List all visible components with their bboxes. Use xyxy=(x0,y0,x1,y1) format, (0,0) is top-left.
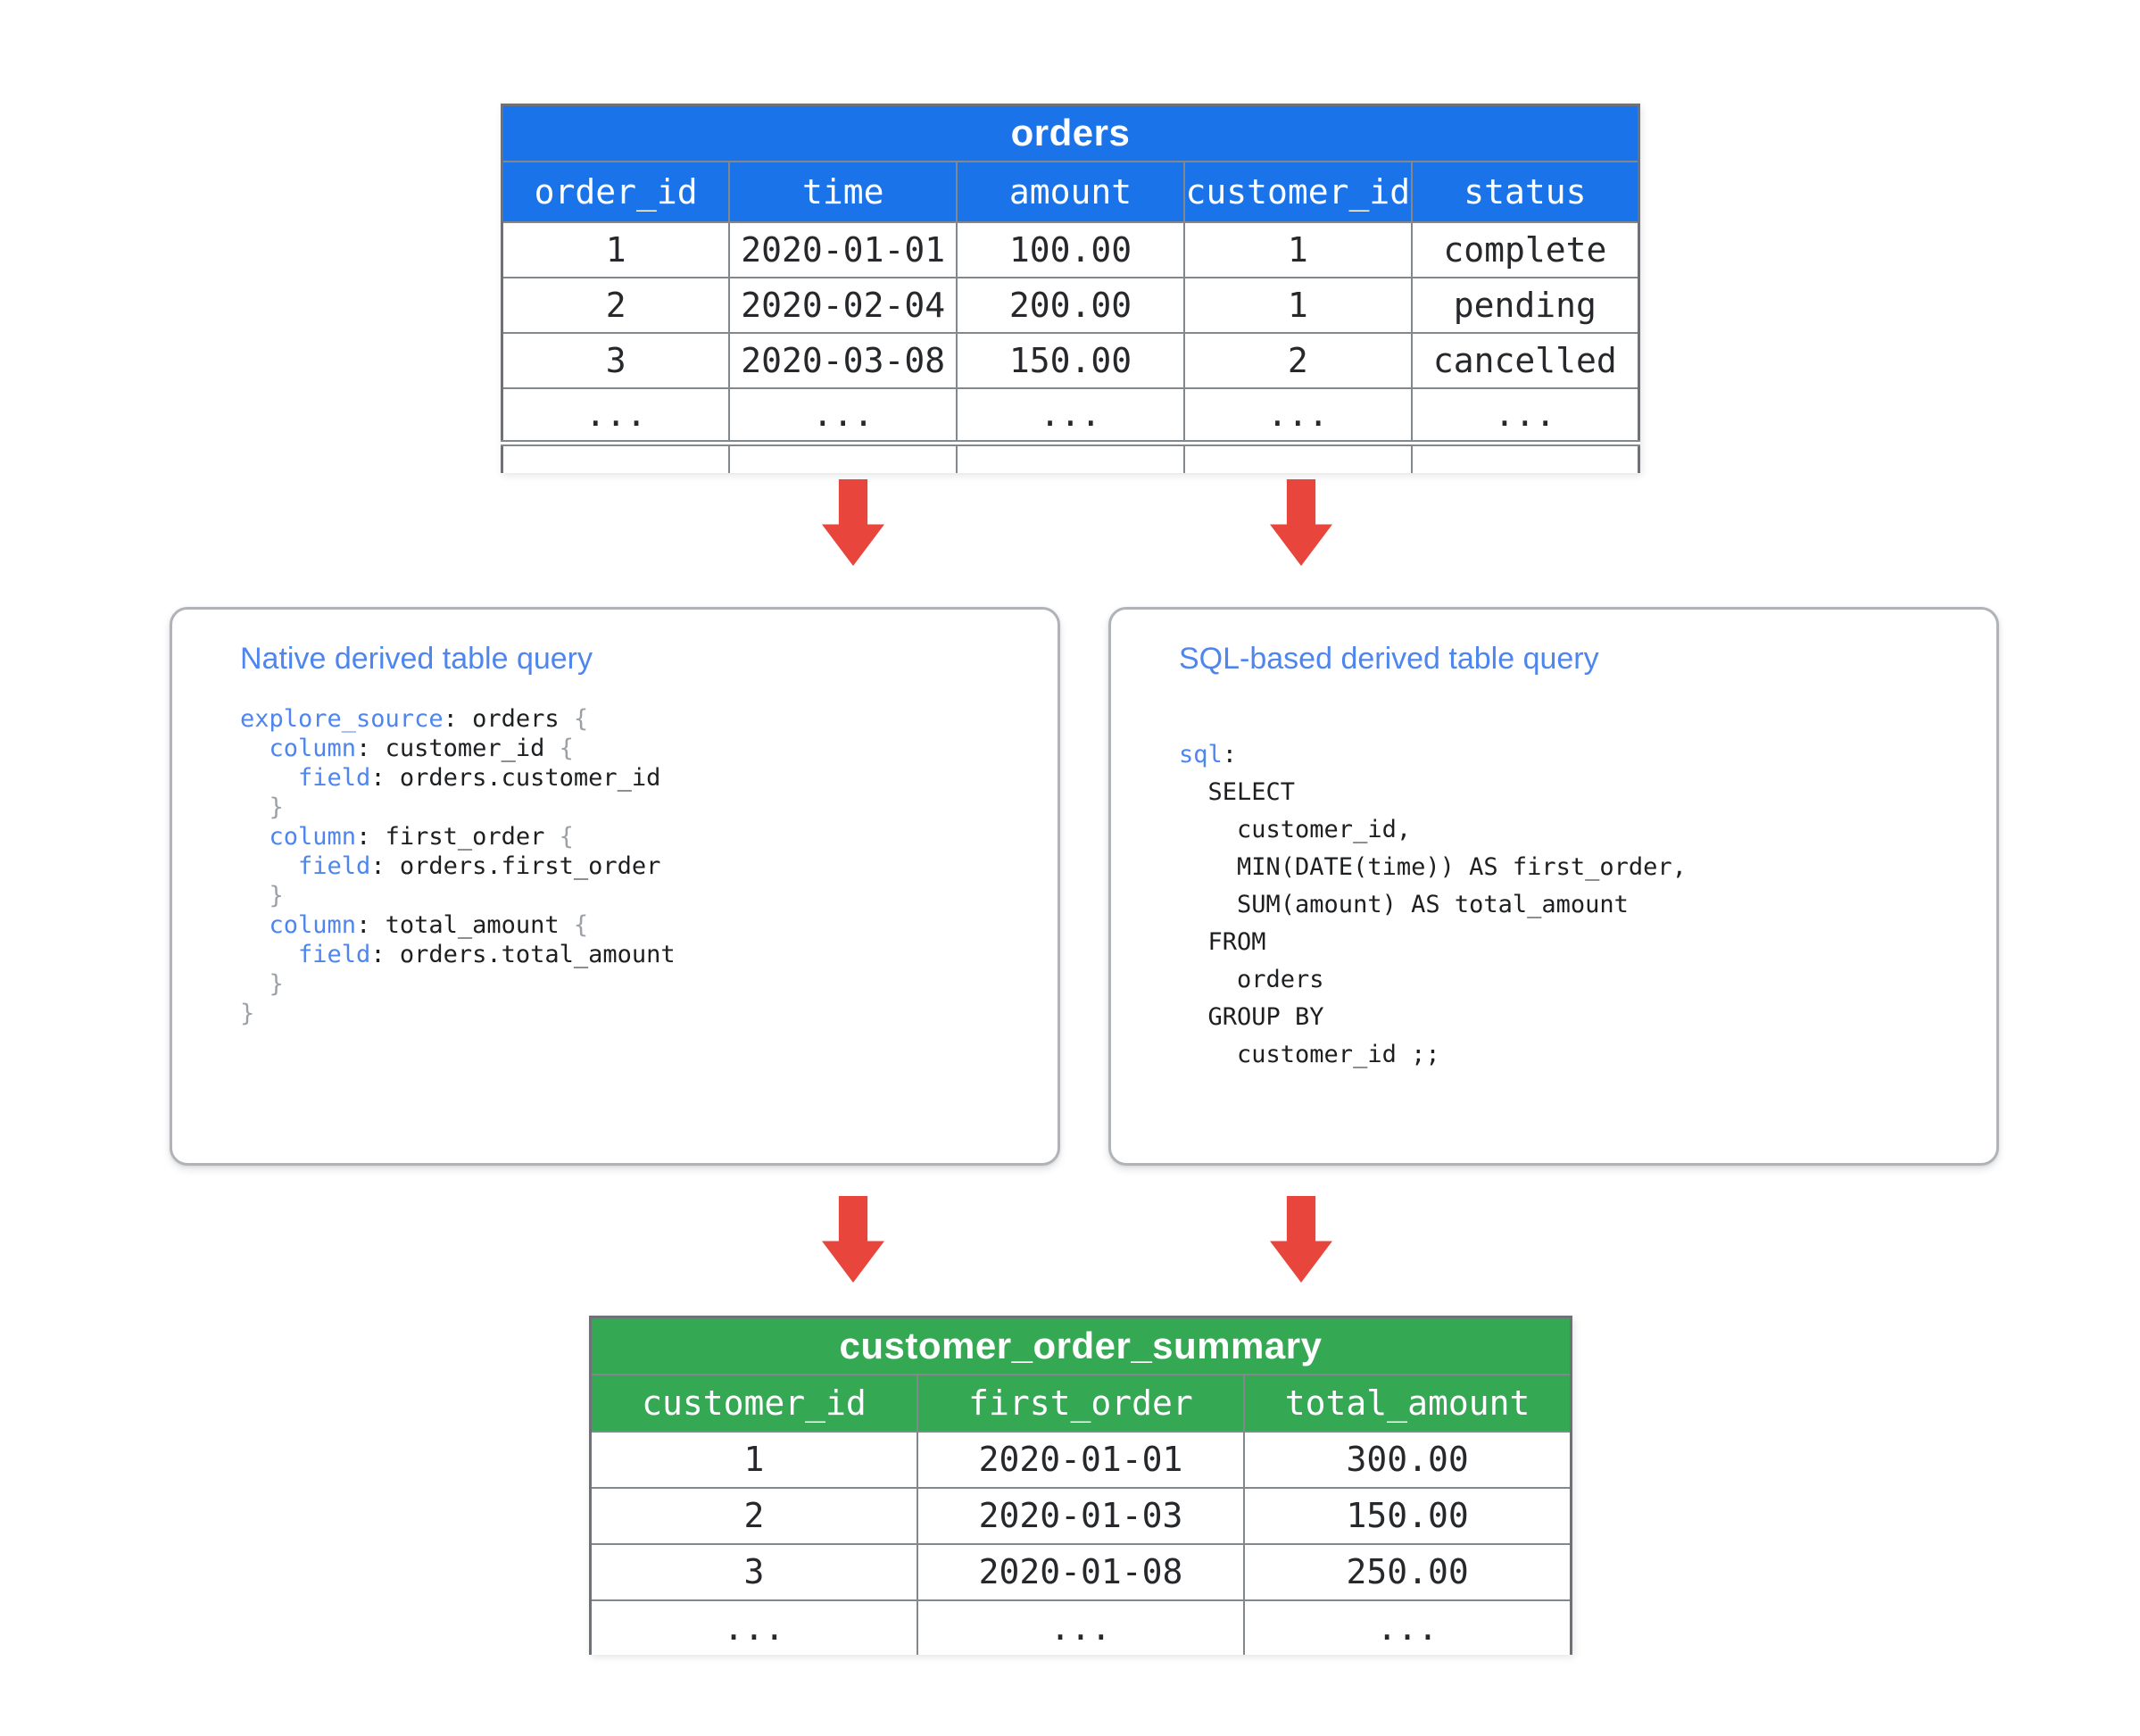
table-cell: complete xyxy=(1410,220,1640,278)
table-cell: cancelled xyxy=(1410,331,1640,389)
table-cell: 1 xyxy=(589,1430,918,1489)
column-header: total_amount xyxy=(1243,1373,1572,1433)
truncated-row xyxy=(501,443,1640,473)
native-query-code-block: explore_source: orders { column: custome… xyxy=(240,704,676,1028)
table-row: ............... xyxy=(501,386,1640,446)
code-line: column: customer_id { xyxy=(269,735,574,762)
table-cell: 3 xyxy=(501,331,731,389)
table-cell: ... xyxy=(501,386,731,446)
column-header: customer_id xyxy=(589,1373,918,1433)
table-cell xyxy=(728,443,958,473)
table-cell: ... xyxy=(916,1599,1246,1655)
table-cell: 1 xyxy=(1182,276,1413,334)
code-line: } xyxy=(240,1000,255,1027)
column-header: time xyxy=(728,160,958,223)
table-cell: 2 xyxy=(589,1486,918,1545)
code-line: MIN(DATE(time)) AS first_order, xyxy=(1179,853,1687,881)
table-cell: 2 xyxy=(1182,331,1413,389)
table-cell: 2 xyxy=(501,276,731,334)
table-cell: 2020-03-08 xyxy=(728,331,958,389)
code-line: } xyxy=(269,970,284,998)
code-line: sql: xyxy=(1179,741,1238,768)
table-cell: pending xyxy=(1410,276,1640,334)
table-cell: 1 xyxy=(1182,220,1413,278)
sql-query-card-title: SQL-based derived table query xyxy=(1179,642,1599,676)
column-header: customer_id xyxy=(1182,160,1413,223)
table-cell: 300.00 xyxy=(1243,1430,1572,1489)
code-line: SUM(amount) AS total_amount xyxy=(1179,891,1629,918)
table-cell: ... xyxy=(956,386,1185,446)
code-line: field: orders.total_amount xyxy=(298,941,676,968)
table-cell: 2020-01-01 xyxy=(728,220,958,278)
code-line: column: total_amount { xyxy=(269,911,589,939)
down-arrow-icon xyxy=(1270,479,1332,566)
table-cell: 2020-02-04 xyxy=(728,276,958,334)
table-cell: ... xyxy=(1410,386,1640,446)
code-line: } xyxy=(269,882,284,910)
code-line: field: orders.first_order xyxy=(298,852,661,880)
orders-table-title-row: orders xyxy=(501,104,1640,162)
table-cell: ... xyxy=(589,1599,918,1655)
table-cell: 3 xyxy=(589,1542,918,1601)
native-query-card: Native derived table query explore_sourc… xyxy=(170,607,1060,1166)
table-cell: ... xyxy=(1243,1599,1572,1655)
column-header: amount xyxy=(956,160,1185,223)
table-cell: 200.00 xyxy=(956,276,1185,334)
column-header: order_id xyxy=(501,160,731,223)
table-cell xyxy=(501,443,731,473)
column-header: status xyxy=(1410,160,1640,223)
code-line: column: first_order { xyxy=(269,823,574,851)
table-cell: 1 xyxy=(501,220,731,278)
code-line: field: orders.customer_id xyxy=(298,764,661,792)
table-cell: 250.00 xyxy=(1243,1542,1572,1601)
table-cell xyxy=(956,443,1185,473)
down-arrow-icon xyxy=(822,1196,884,1283)
code-line: GROUP BY xyxy=(1179,1003,1324,1031)
native-query-card-title: Native derived table query xyxy=(240,642,593,676)
down-arrow-icon xyxy=(822,479,884,566)
table-cell: 100.00 xyxy=(956,220,1185,278)
code-line: customer_id ;; xyxy=(1179,1041,1440,1068)
orders-table-title: orders xyxy=(501,104,1640,162)
table-cell: 150.00 xyxy=(1243,1486,1572,1545)
sql-query-card: SQL-based derived table query sql: SELEC… xyxy=(1108,607,1999,1166)
table-cell xyxy=(1182,443,1413,473)
code-line: customer_id, xyxy=(1179,816,1412,843)
code-line: explore_source: orders { xyxy=(240,705,589,733)
column-header: first_order xyxy=(916,1373,1246,1433)
table-cell: ... xyxy=(1182,386,1413,446)
table-cell: 150.00 xyxy=(956,331,1185,389)
table-cell: ... xyxy=(728,386,958,446)
summary-table-title: customer_order_summary xyxy=(589,1316,1572,1375)
summary-table-title-row: customer_order_summary xyxy=(589,1316,1572,1375)
sql-query-code-block: sql: SELECT customer_id, MIN(DATE(time))… xyxy=(1179,736,1687,1074)
table-row: ......... xyxy=(589,1599,1572,1655)
down-arrow-icon xyxy=(1270,1196,1332,1283)
code-line: FROM xyxy=(1179,928,1266,956)
code-line: orders xyxy=(1179,966,1324,993)
table-cell xyxy=(1410,443,1640,473)
table-cell: 2020-01-01 xyxy=(916,1430,1246,1489)
code-line: } xyxy=(269,793,284,821)
table-cell: 2020-01-03 xyxy=(916,1486,1246,1545)
code-line: SELECT xyxy=(1179,778,1296,806)
table-cell: 2020-01-08 xyxy=(916,1542,1246,1601)
